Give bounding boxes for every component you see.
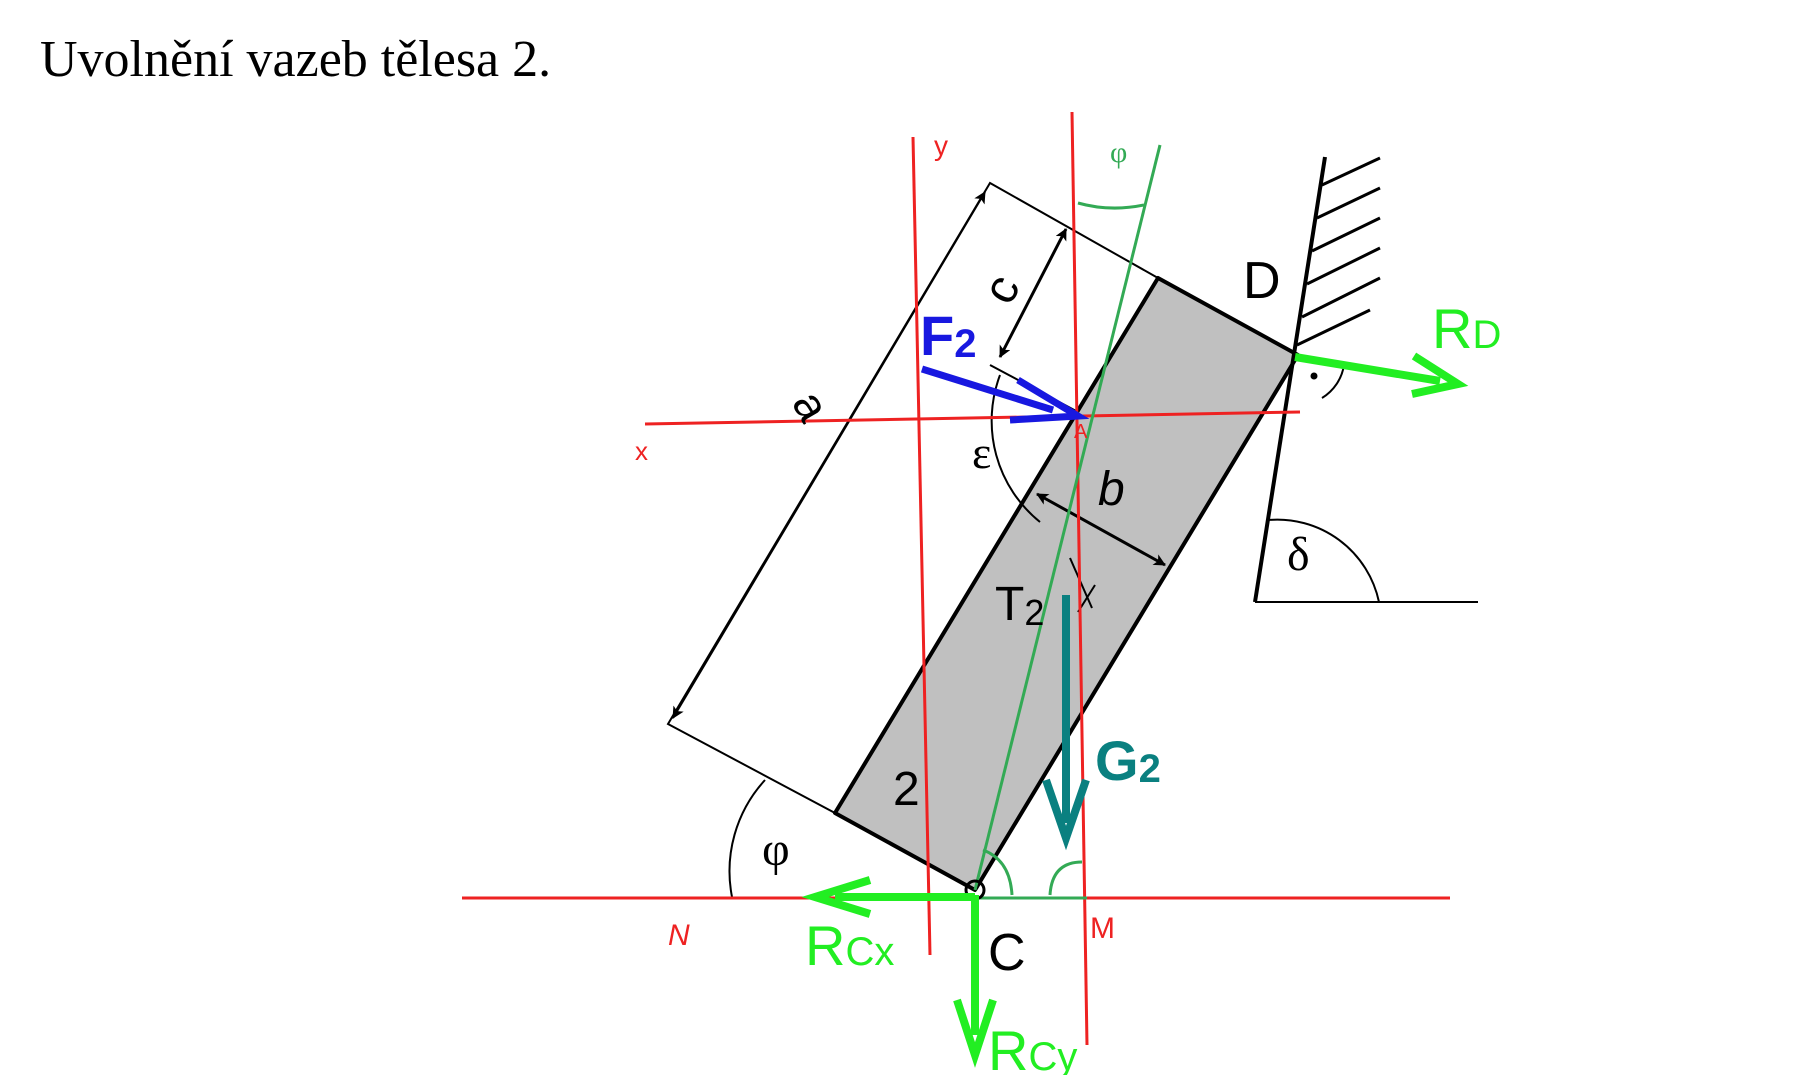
force-f2-arrow: [920, 365, 1090, 424]
phi-top-arc: [1077, 201, 1145, 210]
label-body-number: 2: [893, 763, 920, 816]
label-a: a: [782, 382, 840, 431]
force-g2-arrow: [1042, 595, 1090, 851]
force-rcx-arrow: [801, 876, 975, 918]
construction-arc-1: [982, 848, 1014, 896]
label-force-rcy: RCy: [988, 1019, 1077, 1075]
label-epsilon: ε: [972, 427, 991, 478]
label-b: b: [1098, 463, 1125, 516]
label-phi: φ: [762, 823, 790, 876]
phi-arc: [728, 779, 766, 898]
label-d: D: [1243, 252, 1281, 310]
construction-line: [973, 144, 1162, 891]
label-c: c: [973, 266, 1031, 312]
label-c-point: C: [988, 924, 1026, 982]
label-phi-top: φ: [1110, 136, 1127, 169]
vertical-axis-line: [1070, 111, 1089, 1046]
label-y-axis: y: [934, 130, 948, 161]
label-n-point: N: [668, 919, 690, 952]
force-rd-arrow: [1294, 352, 1469, 398]
label-x-axis: x: [635, 436, 648, 466]
construction-arc-2: [1048, 860, 1083, 896]
dimension-a: [672, 191, 986, 719]
y-axis-line: [911, 136, 932, 956]
label-m-point: M: [1090, 912, 1115, 945]
label-force-rcx: RCx: [805, 914, 894, 977]
wall-support: [1253, 156, 1478, 603]
green-construction: [973, 144, 1162, 900]
dimension-b: [1036, 492, 1166, 567]
label-centroid: T2: [995, 578, 1044, 633]
page-title: Uvolnění vazeb tělesa 2.: [40, 31, 552, 88]
right-angle-arc-d: [1321, 364, 1345, 399]
label-a-point: A: [1074, 421, 1088, 443]
label-force-g2: G2: [1095, 729, 1161, 792]
x-axis-line: [644, 410, 1301, 426]
right-angle-dot: [1310, 372, 1318, 380]
dimension-c: [998, 228, 1068, 358]
force-rcy-arrow: [953, 895, 997, 1068]
label-force-rd: RD: [1432, 297, 1501, 360]
label-force-f2: F2: [920, 304, 976, 367]
label-delta: δ: [1287, 528, 1310, 581]
